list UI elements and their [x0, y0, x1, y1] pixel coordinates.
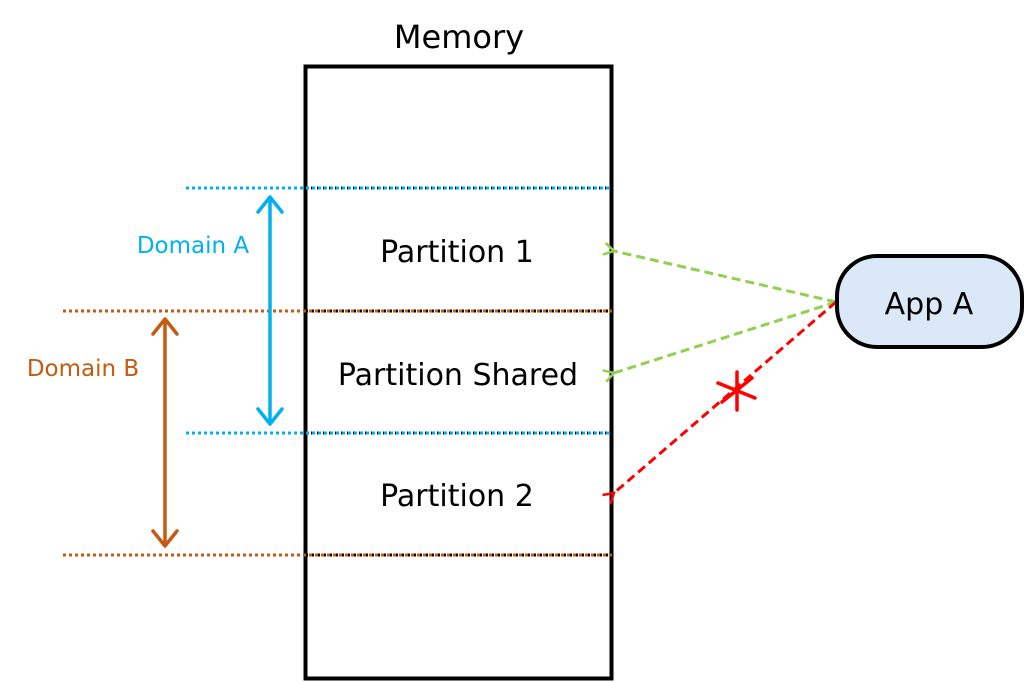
partition-shared-label: Partition Shared [338, 358, 578, 393]
app-a-node[interactable]: App A [835, 254, 1024, 349]
domain-a-range-arrow [256, 195, 284, 426]
access-arrow-partition-1 [614, 251, 837, 304]
access-arrow-partition-shared [614, 300, 837, 373]
partition-1-label: Partition 1 [380, 235, 534, 270]
memory-box [303, 64, 614, 681]
denied-cross-icon [716, 370, 757, 412]
domain-b-range-arrow [151, 317, 179, 548]
app-a-label: App A [885, 287, 974, 322]
domain-b-label: Domain B [27, 356, 139, 382]
partition-2-label: Partition 2 [380, 479, 534, 514]
memory-title: Memory [394, 18, 524, 56]
domain-a-label: Domain A [137, 233, 250, 259]
